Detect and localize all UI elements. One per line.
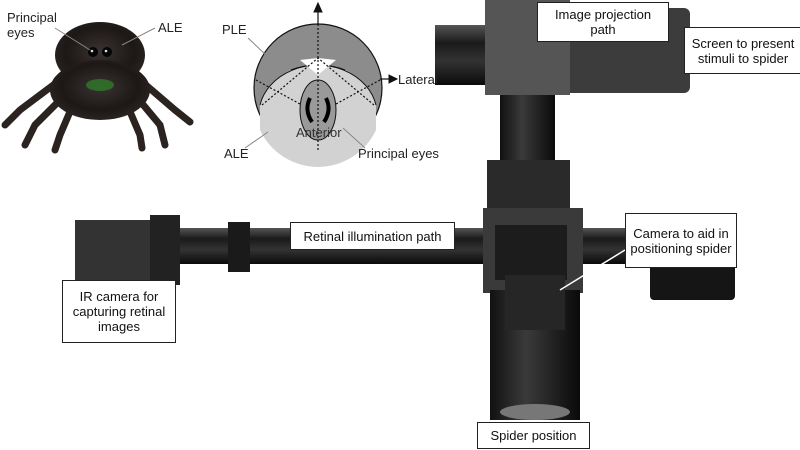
- label-ale-photo: ALE: [158, 20, 183, 35]
- label-principal-eyes-diagram: Principal eyes: [358, 146, 439, 161]
- label-spider-position: Spider position: [477, 422, 590, 449]
- label-ir-camera: IR camera for capturing retinal images: [62, 280, 176, 343]
- label-retinal-illumination-path: Retinal illumination path: [290, 222, 455, 250]
- label-image-projection-path: Image projection path: [537, 2, 669, 42]
- label-principal-eyes-photo: Principal eyes: [7, 10, 57, 40]
- label-ple: PLE: [222, 22, 247, 37]
- label-positioning-camera: Camera to aid in positioning spider: [625, 213, 737, 268]
- apparatus-photo: [75, 0, 735, 420]
- label-lateral: Lateral: [398, 72, 438, 87]
- eye-field-diagram: [244, 1, 399, 167]
- label-screen: Screen to present stimuli to spider: [684, 27, 800, 74]
- spider-photo: [1, 22, 194, 154]
- label-anterior: Anterior: [296, 125, 342, 140]
- label-ale-diagram: ALE: [224, 146, 249, 161]
